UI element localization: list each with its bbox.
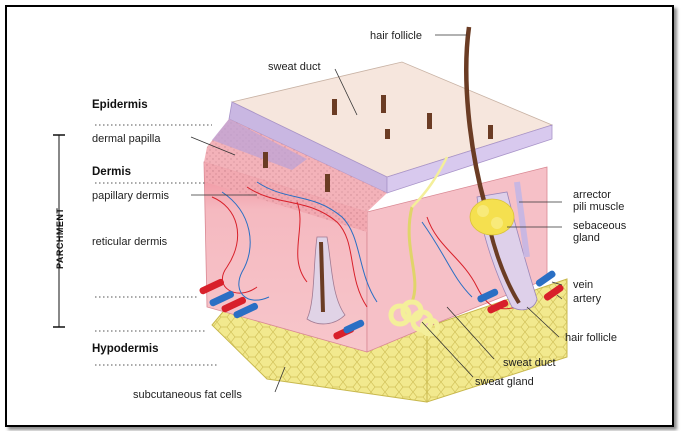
diagram-frame: PARCHMENT hair follicle sweat duct Epide…: [5, 5, 674, 427]
label-sweat-duct-top: sweat duct: [268, 61, 321, 73]
label-vein: vein: [573, 279, 593, 291]
leader-lines: [190, 34, 563, 393]
label-hair-follicle-top: hair follicle: [370, 30, 422, 42]
parchment-label: PARCHMENT: [55, 208, 65, 269]
label-subcutaneous-fat-cells: subcutaneous fat cells: [133, 389, 242, 401]
label-papillary-dermis: papillary dermis: [92, 190, 170, 202]
label-dermal-papilla: dermal papilla: [92, 133, 161, 145]
guide-lines: [95, 124, 219, 366]
surface-hairs: [263, 95, 493, 192]
label-hypodermis: Hypodermis: [92, 343, 158, 355]
large-hair-follicle: [464, 26, 538, 311]
label-sweat-duct-bottom: sweat duct: [503, 357, 556, 369]
vessel-stubs: [199, 270, 564, 340]
label-sebaceous-1: sebaceous: [573, 220, 627, 232]
small-hair-follicle: [306, 236, 346, 325]
label-artery: artery: [573, 293, 602, 305]
label-sebaceous-2: gland: [573, 232, 600, 244]
skin-diagram: PARCHMENT hair follicle sweat duct Epide…: [53, 26, 627, 403]
label-epidermis: Epidermis: [92, 99, 148, 111]
label-sweat-gland: sweat gland: [475, 376, 534, 388]
label-reticular-dermis: reticular dermis: [92, 236, 168, 248]
label-dermis: Dermis: [92, 166, 131, 178]
label-arrector-1: arrector: [573, 189, 611, 201]
label-hair-follicle-bottom: hair follicle: [565, 332, 617, 344]
label-arrector-2: pili muscle: [573, 201, 624, 213]
sweat-gland: [388, 156, 449, 337]
parchment-bracket: PARCHMENT: [53, 134, 65, 328]
